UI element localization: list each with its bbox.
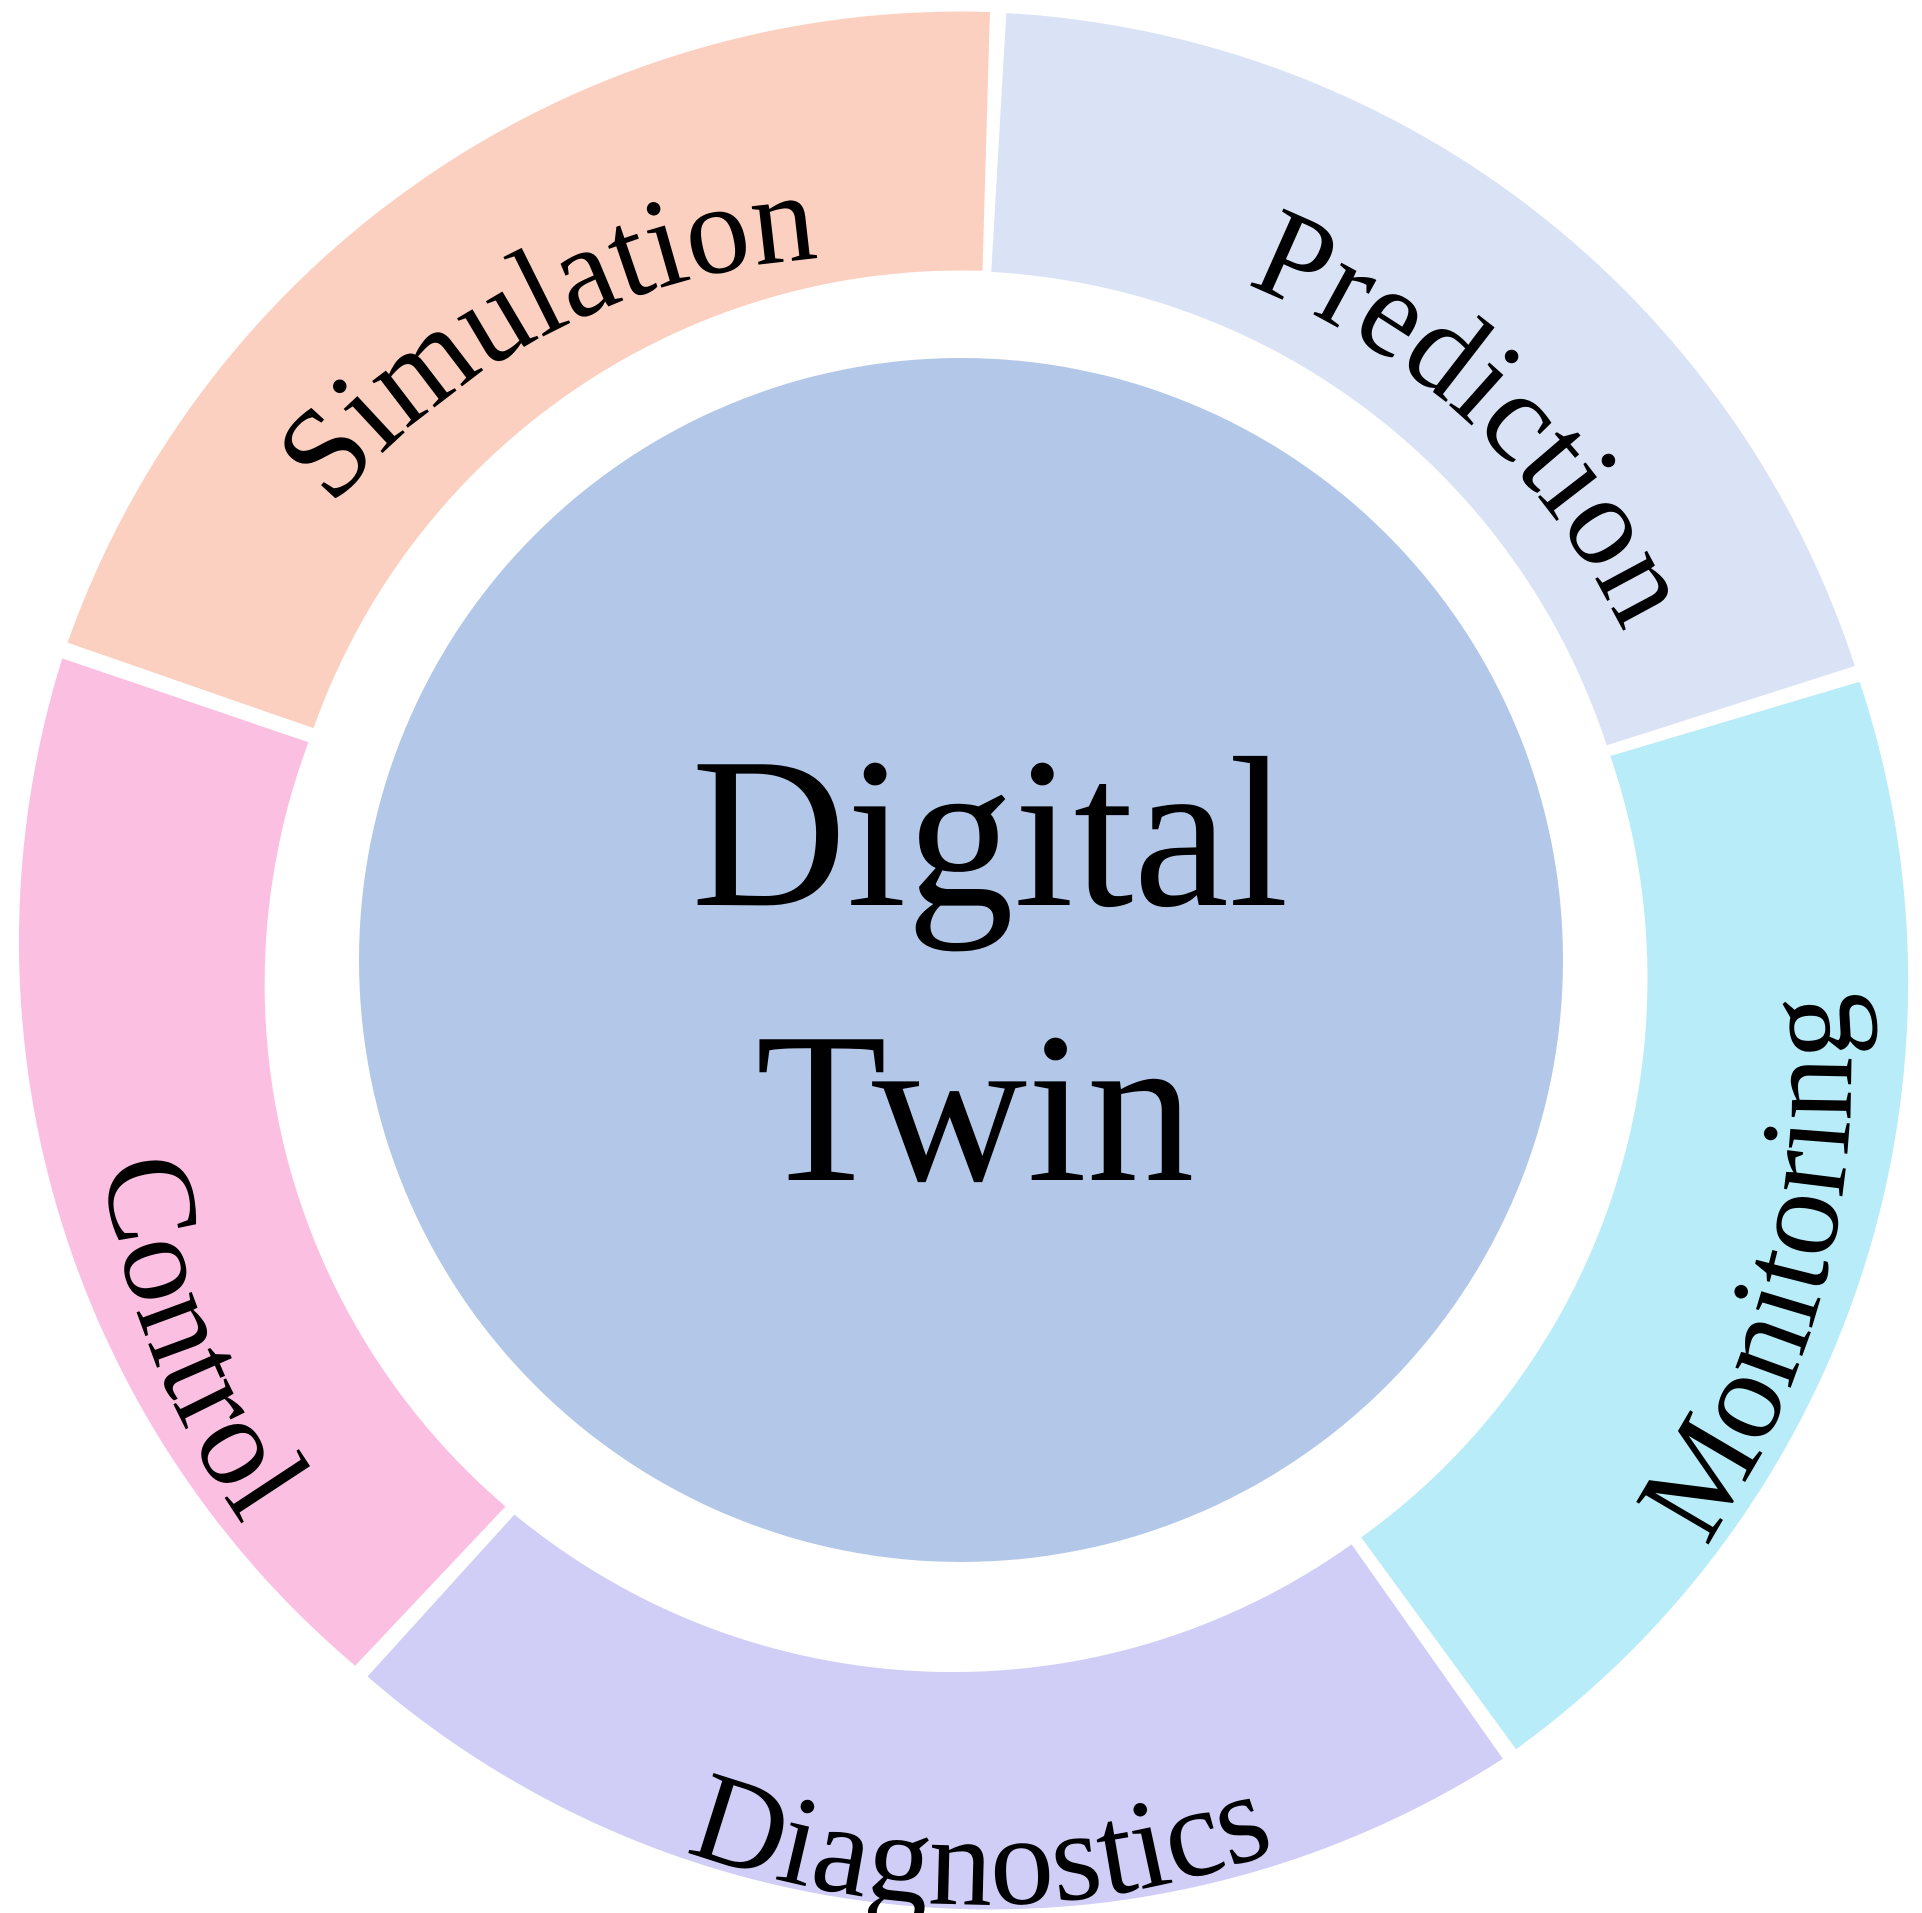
segment-simulation [67,11,990,729]
center-title-line-1: Digital [691,713,1288,952]
center-circle [359,358,1563,1562]
center-title-line-2: Twin [756,988,1195,1227]
segment-diagnostics [367,1514,1503,1910]
segment-control [18,658,506,1666]
segment-monitoring [1361,681,1909,1750]
segment-prediction [991,13,1855,746]
